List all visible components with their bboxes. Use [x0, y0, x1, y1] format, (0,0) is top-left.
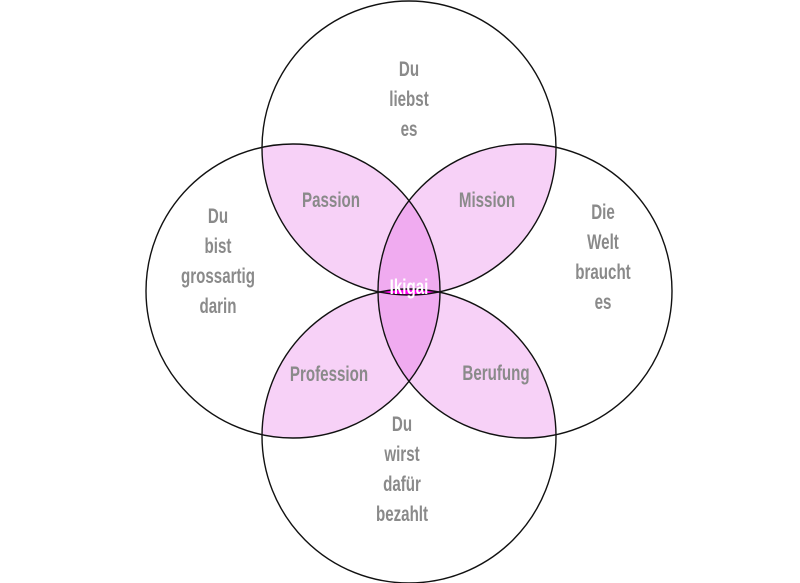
circle-top — [261, 0, 557, 296]
label-line: darin — [199, 295, 237, 318]
circle-right — [377, 143, 673, 439]
label-line: Du — [207, 205, 229, 228]
label-line: dafür — [383, 473, 421, 496]
berufung-label: Berufung — [462, 362, 530, 385]
label-line: bist — [204, 235, 232, 258]
top-circle-label: Du liebst es — [389, 55, 428, 145]
label-line: liebst — [389, 88, 429, 111]
bottom-circle-label: Du wirst dafür bezahlt — [376, 410, 428, 530]
label-line: Die — [591, 201, 615, 224]
label-line: wirst — [384, 443, 420, 466]
label-line: grossartig — [181, 265, 255, 288]
label-line: es — [594, 291, 612, 314]
label-line: Du — [398, 58, 420, 81]
label-line: Du — [391, 413, 413, 436]
label-line: Welt — [587, 231, 619, 254]
passion-label: Passion — [302, 189, 360, 212]
label-line: braucht — [575, 261, 631, 284]
circle-left — [145, 143, 441, 439]
label-line: bezahlt — [375, 503, 429, 526]
profession-label: Profession — [289, 363, 369, 386]
right-circle-label: Die Welt braucht es — [575, 198, 630, 318]
mission-label: Mission — [458, 189, 516, 212]
label-line: es — [400, 118, 418, 141]
circle-bottom — [261, 288, 557, 583]
ikigai-label: Ikigai — [389, 276, 429, 299]
left-circle-label: Du bist grossartig darin — [181, 202, 255, 322]
